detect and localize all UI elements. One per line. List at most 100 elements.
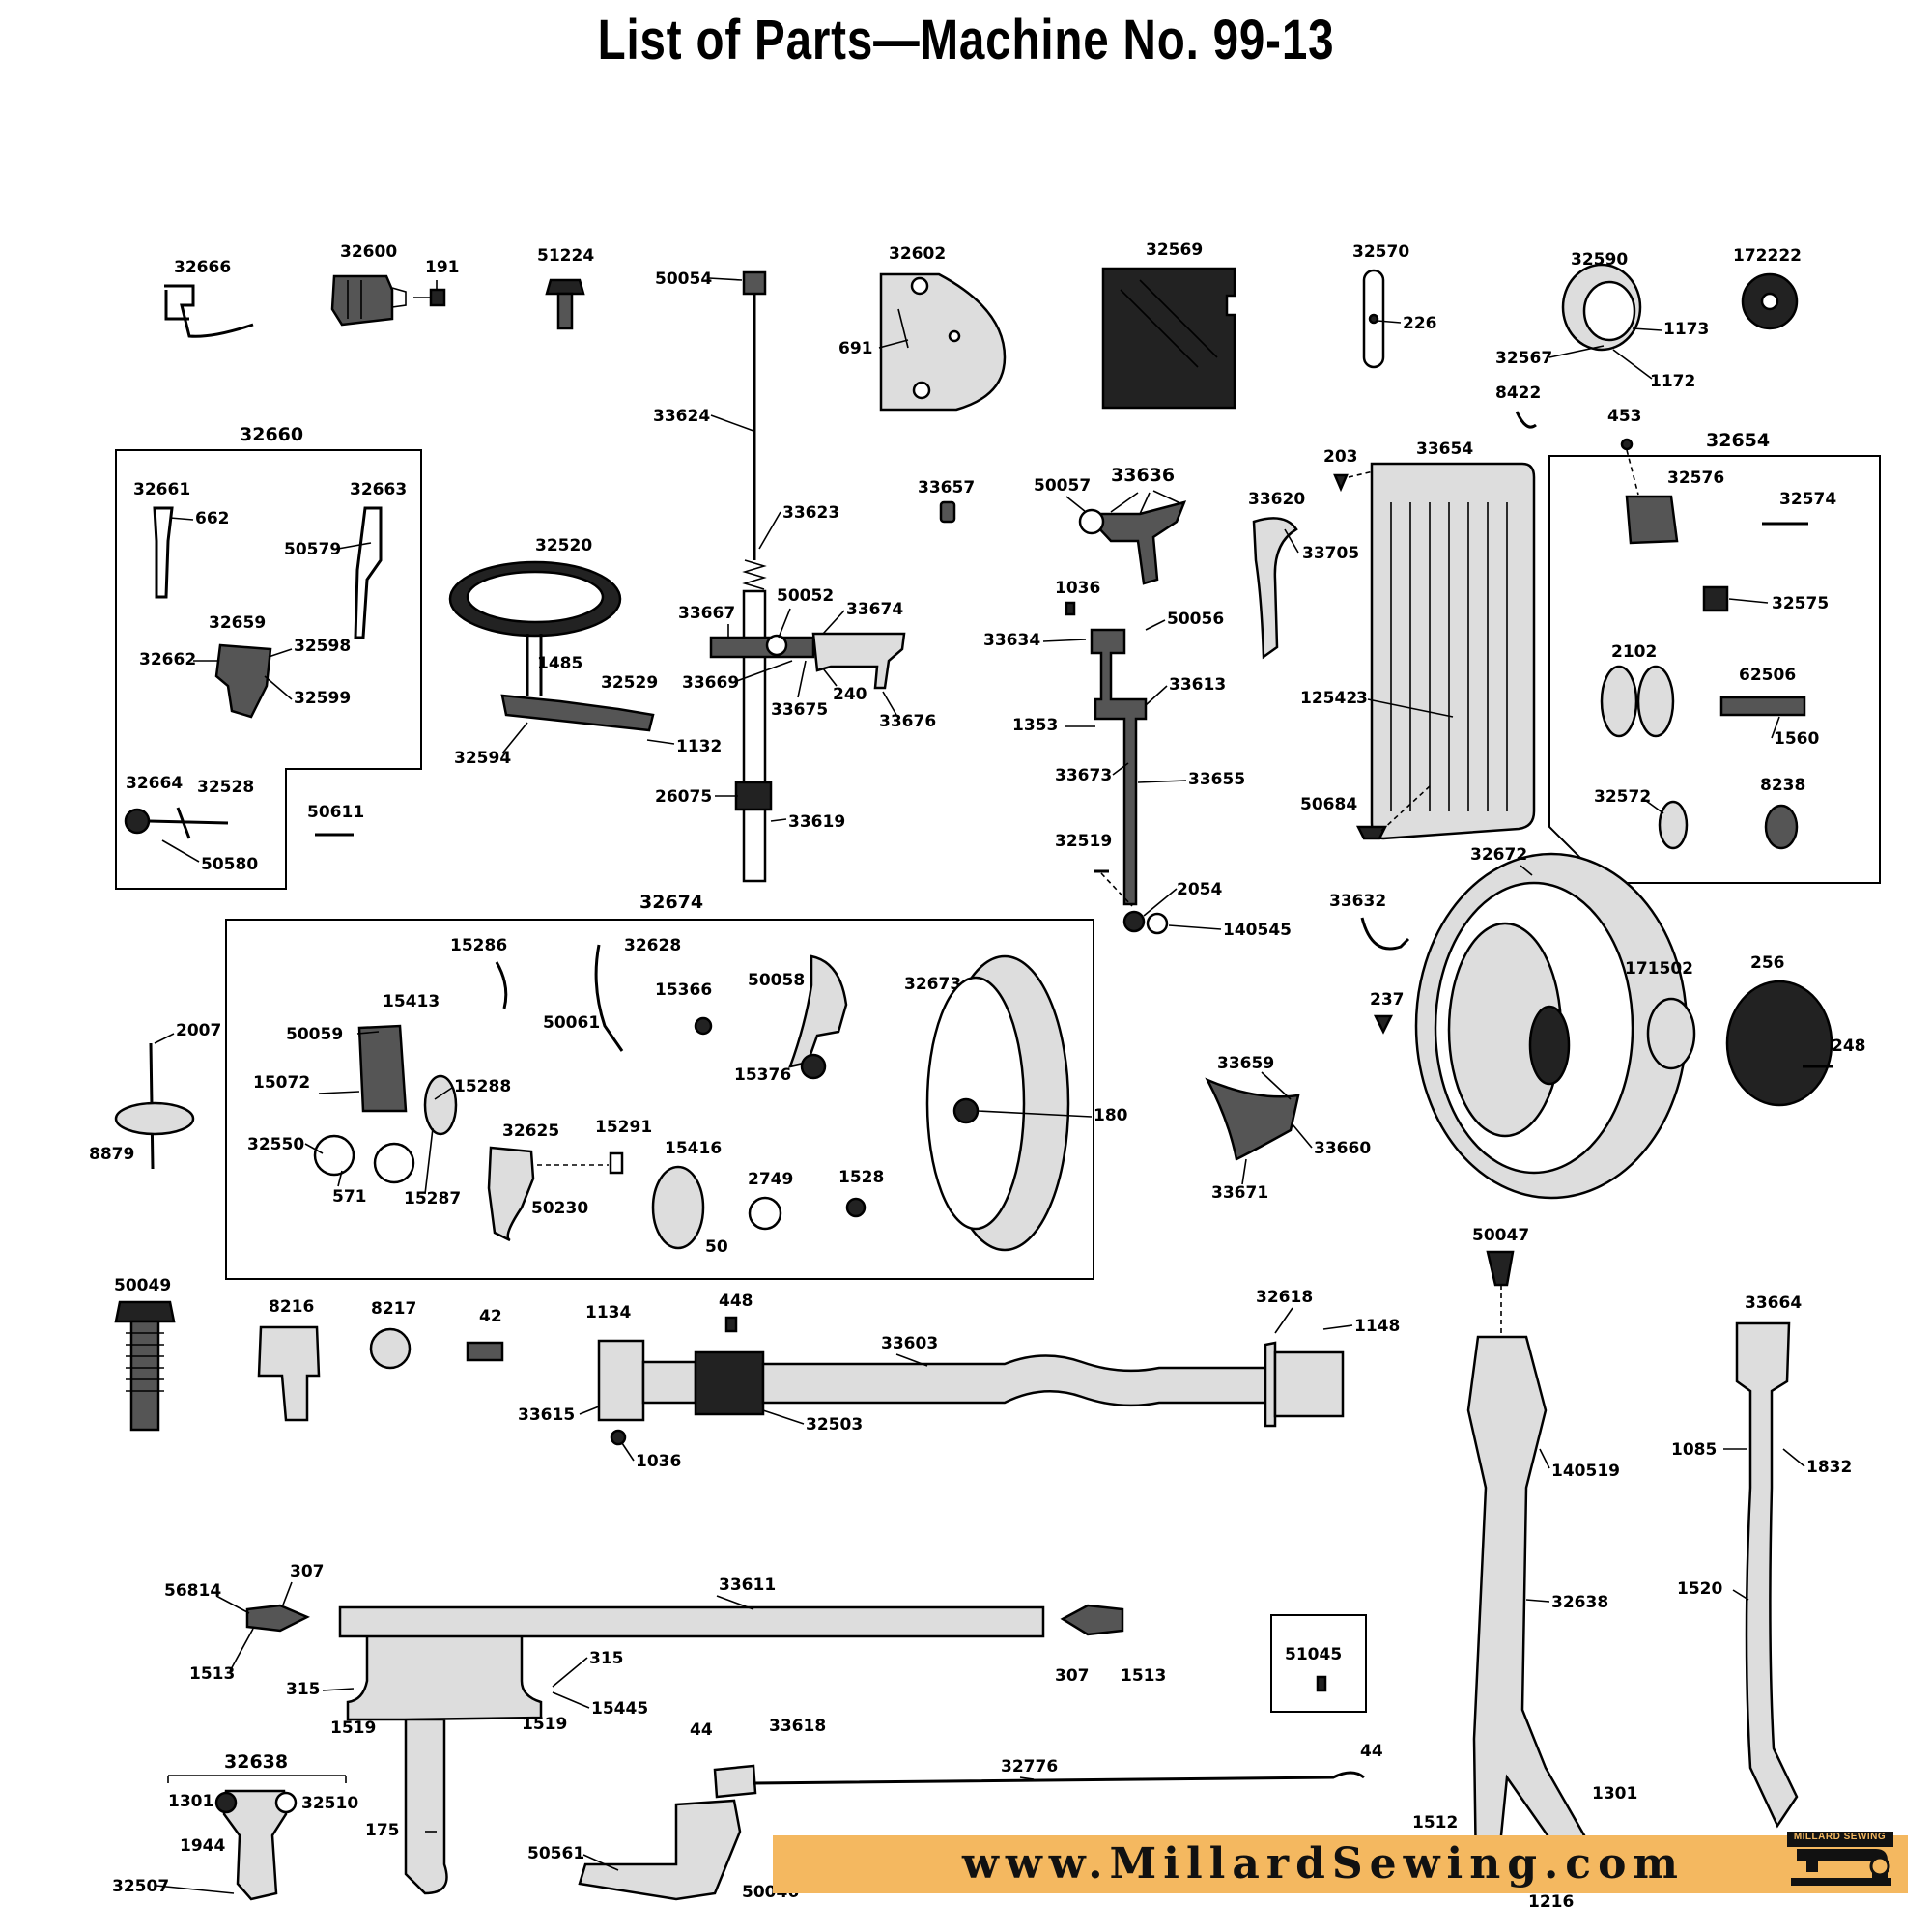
label-33618: 32776 [1001,1757,1058,1776]
label-32673: 32673 [904,975,961,994]
label-32628: 32628 [624,936,681,955]
label-32602: 32602 [889,244,946,264]
label-1528: 1528 [838,1168,884,1187]
part-32590-drawing [1561,263,1642,352]
label-32572: 32572 [1594,787,1651,807]
label-256: 256 [1750,953,1785,973]
label-1520: 1301 [168,1792,213,1811]
label-33705: 33705 [1302,544,1359,563]
label-50057: 50057 [1034,476,1091,496]
label-1134: 1134 [585,1303,631,1322]
label-33655: 33655 [1188,770,1245,789]
label-32599: 32599 [294,689,351,708]
label-1036-b: 1036 [636,1452,681,1471]
part-32672-handwheel [1414,852,1689,1200]
label-175: 44 [690,1720,713,1740]
label-50052: 50052 [777,586,834,606]
label-315-b: 315 [589,1649,624,1668]
label-32625: 32625 [502,1122,559,1141]
label-50230: 50230 [531,1199,588,1218]
label-33613: 33613 [1169,675,1226,695]
label-33664: 33664 [1745,1293,1802,1313]
group-32660-box [115,449,422,890]
part-33609-drawing [1735,1321,1799,1829]
label-2102: 2102 [1611,642,1657,662]
label-50: 50 [705,1237,728,1257]
label-50049: 50049 [114,1276,171,1295]
label-50059: 50059 [286,1025,343,1044]
label-240: 240 [833,685,867,704]
label-1519: 1519 [330,1719,376,1738]
label-33602: 32638 [1551,1593,1608,1612]
label-33671: 33671 [1211,1183,1268,1203]
label-32663: 32663 [350,480,407,499]
label-33620: 33620 [1248,490,1305,509]
part-33654-drawing [1370,462,1536,840]
label-32594: 32594 [454,749,511,768]
label-315: 315 [286,1680,321,1699]
label-662: 662 [195,509,230,528]
label-32638: 32638 [224,1751,288,1773]
label-33619: 33619 [788,812,845,832]
part-32570-drawing [1362,269,1385,369]
label-1512: 1216 [1528,1892,1574,1912]
label-1944: 32507 [112,1877,169,1896]
label-1519-b: 1519 [522,1715,567,1734]
part-32520-drawing [448,560,655,732]
label-33657: 33657 [918,478,975,497]
label-448: 448 [719,1292,753,1311]
label-571: 571 [332,1187,367,1207]
label-1148: 1148 [1354,1317,1400,1336]
label-191: 191 [425,258,460,277]
label-175-b: 44 [1360,1742,1383,1761]
label-33624: 33624 [653,407,710,426]
label-33609: 1520 [1677,1579,1722,1599]
label-32529: 32529 [601,673,658,693]
label-33660: 33660 [1314,1139,1371,1158]
label-50579: 50579 [284,540,341,559]
label-32600: 32600 [340,242,397,262]
label-140545: 140545 [1223,921,1292,940]
label-33674: 33674 [846,600,903,619]
label-50684: 50684 [1300,795,1357,814]
label-32569: 32569 [1146,241,1203,260]
label-453: 453 [1607,407,1642,426]
label-33623: 33623 [782,503,839,523]
part-33659-drawing [1205,1077,1300,1161]
label-42: 42 [479,1307,502,1326]
label-32528: 32528 [197,778,254,797]
label-32674: 32674 [639,892,703,913]
part-33657-drawing [939,500,956,524]
label-15291: 15291 [595,1118,652,1137]
label-3: 3 [1356,689,1368,708]
label-50046: 1512 [1412,1813,1458,1833]
label-15445: 15445 [591,1699,648,1719]
label-32661: 32661 [133,480,190,499]
label-32519: 32519 [1055,832,1112,851]
watermark-url[interactable]: www.MillardSewing.com [962,1839,1685,1889]
label-1513-b: 1513 [1121,1666,1166,1686]
label-1832: 1832 [1806,1458,1852,1477]
label-33632: 33632 [1329,892,1386,911]
label-32654: 32654 [1706,430,1770,451]
label-32567: 32567 [1495,349,1552,368]
label-180: 180 [1094,1106,1128,1125]
label-33615: 33615 [518,1406,575,1425]
label-32598: 32598 [294,637,351,656]
label-1353: 1353 [1012,716,1058,735]
label-15072: 15072 [253,1073,310,1093]
label-8422: 8422 [1495,384,1541,403]
label-1485: 1485 [537,654,582,673]
label-32672: 32672 [1470,845,1527,865]
label-32510: 1944 [180,1836,225,1856]
label-32520: 32520 [535,536,592,555]
label-32574: 32574 [1779,490,1836,509]
label-32507: 175 [365,1821,400,1840]
label-32618: 32618 [1256,1288,1313,1307]
label-32576: 32576 [1667,469,1724,488]
label-2054: 2054 [1177,880,1222,899]
label-140519: 140519 [1551,1462,1620,1481]
part-51224-drawing [545,278,585,330]
label-15286: 15286 [450,936,507,955]
label-32590: 32590 [1571,250,1628,270]
